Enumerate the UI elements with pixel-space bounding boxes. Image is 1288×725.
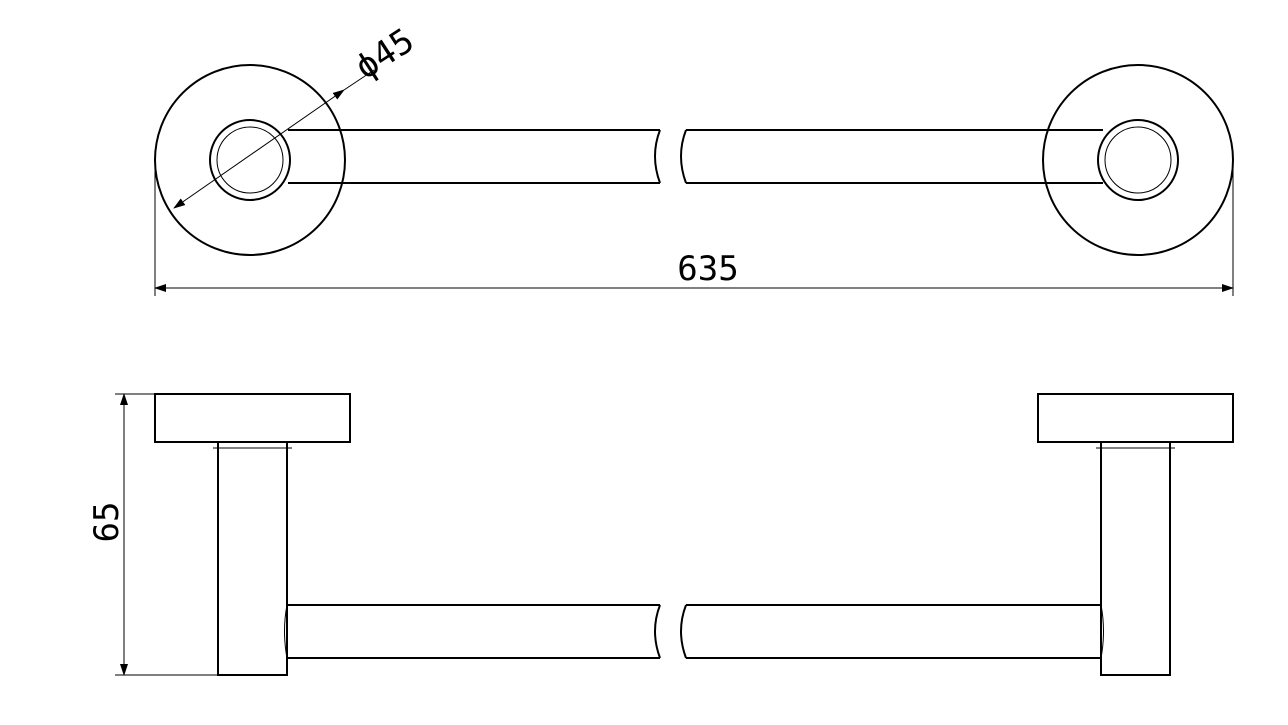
diameter-label: ϕ45 (348, 21, 421, 88)
left-flange-top (154, 64, 346, 256)
length-dimension: 635 (154, 165, 1234, 296)
diameter-dimension: ϕ45 (173, 21, 421, 209)
top-view: ϕ45 635 (154, 21, 1234, 296)
left-post-side (154, 393, 351, 676)
length-label: 635 (677, 249, 738, 289)
right-flange-top (1042, 64, 1234, 256)
towel-bar-side (284, 604, 1104, 659)
right-post-side (1037, 393, 1234, 676)
side-view: 65 (87, 393, 1234, 676)
projection-dimension: 65 (87, 393, 218, 676)
towel-bar-top (288, 129, 1103, 184)
projection-label: 65 (87, 502, 127, 543)
